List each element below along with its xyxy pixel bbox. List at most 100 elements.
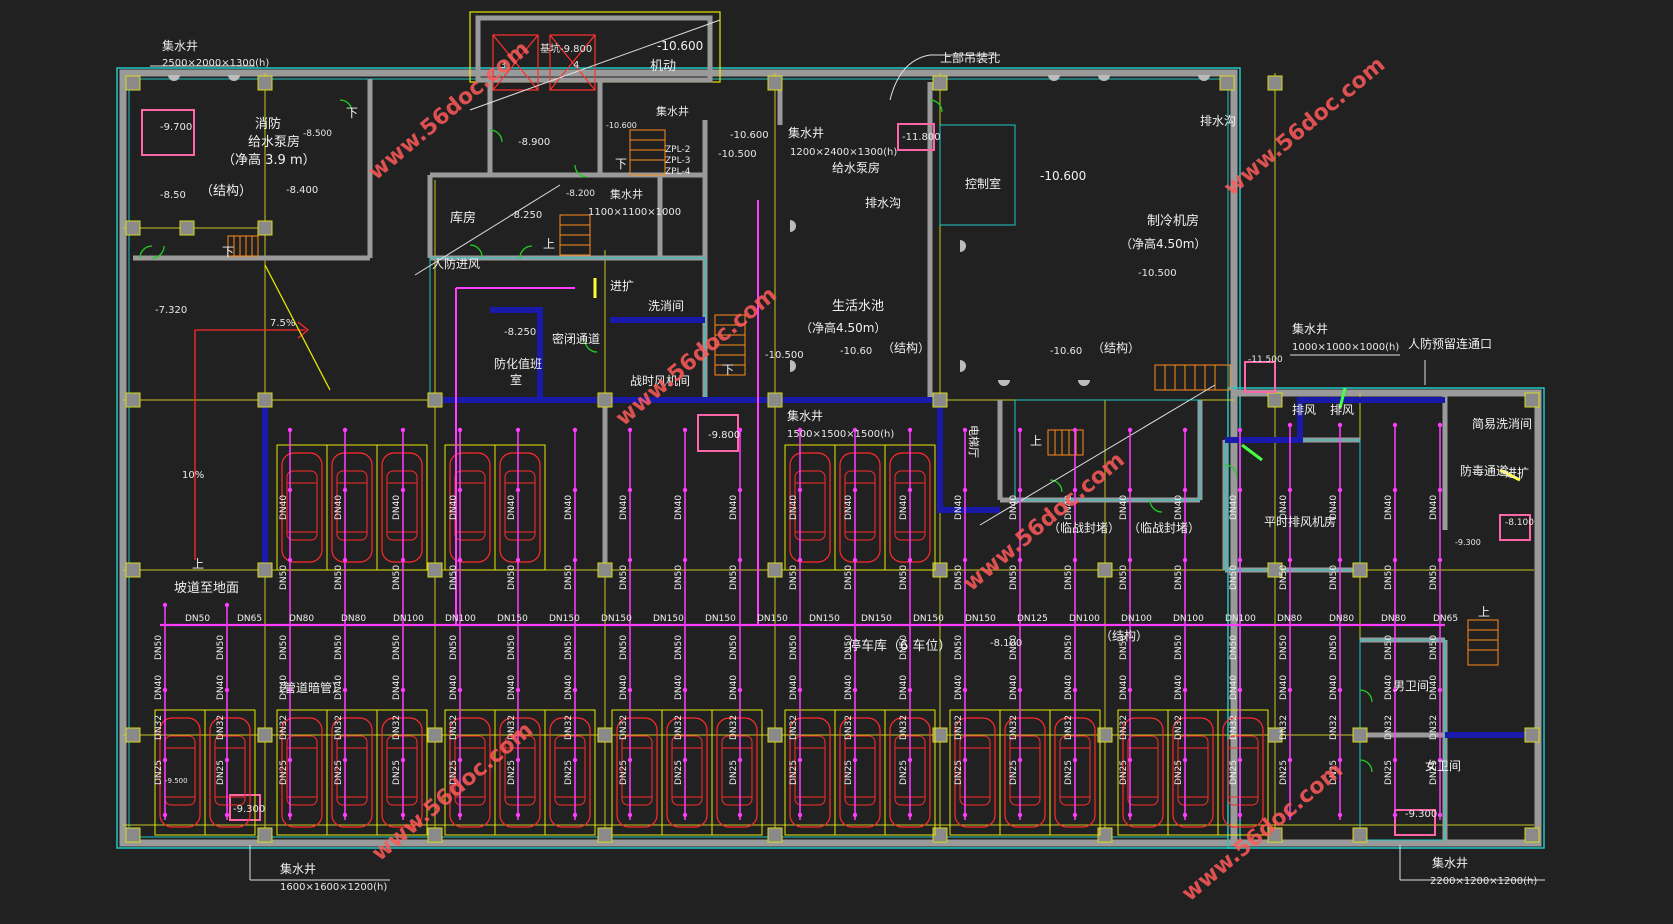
sprinkler-head	[1017, 757, 1023, 763]
elev-n11-800: -11.800	[902, 132, 941, 143]
elev-n8-100-b: -8.100	[1505, 518, 1534, 528]
sprinkler-head	[1072, 427, 1078, 433]
sprinkler-head	[627, 687, 633, 693]
elev-lift-pit: 基坑-9.800	[540, 42, 592, 55]
pipe-size-label: DN50	[449, 635, 459, 660]
pipe-size-label: DN40	[1174, 495, 1184, 520]
sprinkler-head	[1392, 757, 1398, 763]
sprinkler-head	[682, 812, 688, 818]
car-space	[834, 444, 886, 571]
entry-exit-2: 进扩	[1505, 466, 1529, 480]
sump-6-label: 集水井	[787, 408, 823, 423]
pipe-size-label: DN50	[1064, 565, 1074, 590]
sprinkler-head	[342, 687, 348, 693]
sprinkler-head	[1437, 812, 1443, 818]
exhaust-label-1: 排风	[1292, 403, 1316, 417]
sprinkler-head	[962, 757, 968, 763]
pipe-size-label: DN40	[1064, 675, 1074, 700]
pipe-size-label: DN40	[1229, 495, 1239, 520]
sprinkler-head	[1337, 557, 1343, 563]
storage-room: 库房	[450, 210, 476, 226]
sprinkler-head	[162, 812, 168, 818]
airlock-corridor: 密闭通道	[552, 331, 600, 346]
parking-label: 停车库（6 车位）	[848, 638, 951, 654]
pipe-size-label: DN32	[1279, 715, 1289, 740]
pipe-size-label: DN40	[1174, 675, 1184, 700]
sprinkler-head	[342, 757, 348, 763]
sprinkler-head	[907, 427, 913, 433]
sprinkler-head	[1017, 487, 1023, 493]
sprinkler-head	[682, 427, 688, 433]
sprinkler-head	[1287, 487, 1293, 493]
sprinkler-head	[1337, 757, 1343, 763]
pipe-size-label: DN32	[954, 715, 964, 740]
car-space	[376, 709, 428, 836]
sprinkler-head	[224, 757, 230, 763]
pipe-size-label: DN40	[564, 495, 574, 520]
water-pump-room: 给水泵房	[832, 160, 880, 175]
pipe-size-label: DN50	[154, 635, 164, 660]
pipe-cover-label: （管道暗管）	[272, 680, 344, 695]
sprinkler-head	[572, 427, 578, 433]
pipe-size-label: DN50	[1119, 565, 1129, 590]
sprinkler-head	[962, 487, 968, 493]
pipe-size-label: DN32	[1009, 715, 1019, 740]
pipe-size-label: DN25	[1174, 760, 1184, 785]
pipe-size-label: DN25	[279, 760, 289, 785]
sprinkler-head	[627, 557, 633, 563]
pipe-size-label: DN40	[154, 675, 164, 700]
sprinkler-head	[224, 812, 230, 818]
entry-exit: 进扩	[610, 279, 634, 293]
sprinkler-head	[572, 557, 578, 563]
sprinkler-head	[287, 812, 293, 818]
sprinkler-pipe-network: DN50DN40DN32DN25DN50DN40DN32DN25DN40DN50…	[154, 200, 1458, 820]
pipe-size-label: DN40	[1119, 495, 1129, 520]
sprinkler-head	[342, 812, 348, 818]
slope-10: 10%	[182, 470, 204, 481]
elev-n10-600-c: -10.600	[730, 130, 769, 141]
pipe-size-label: DN40	[619, 495, 629, 520]
structure-label-3: （结构）	[1092, 340, 1140, 355]
pipe-size-label: DN40	[1009, 675, 1019, 700]
sump-pits	[141, 109, 1531, 836]
pipe-size-label: DN50	[954, 635, 964, 660]
structural-columns	[125, 75, 1540, 843]
decon-room: 洗消间	[648, 299, 684, 313]
sprinkler-head	[287, 487, 293, 493]
pipe-size-label: DN40	[1119, 675, 1129, 700]
elev-n9-300-c: -9.300	[1405, 809, 1437, 820]
sprinkler-head	[162, 602, 168, 608]
pipe-size-label: DN32	[449, 715, 459, 740]
pipe-size-label: DN40	[1009, 495, 1019, 520]
elev-n9-700: -9.700	[160, 122, 192, 133]
sprinkler-head	[962, 812, 968, 818]
elev-n8-900: -8.900	[518, 137, 550, 148]
pipe-size-label: DN50	[789, 565, 799, 590]
pipe-size-label: DN32	[279, 715, 289, 740]
sprinkler-head	[515, 812, 521, 818]
sprinkler-head	[342, 487, 348, 493]
main-pipe-size-label: DN150	[913, 614, 944, 624]
pipe-size-label: DN50	[1009, 565, 1019, 590]
sprinkler-head	[1127, 812, 1133, 818]
drain-ditch-1: 排水沟	[865, 196, 901, 210]
elev-n7-320: -7.320	[155, 305, 187, 316]
sprinkler-head	[457, 687, 463, 693]
stair-up-2: 上	[1030, 434, 1042, 448]
pipe-size-label: DN50	[564, 565, 574, 590]
main-pipe-size-label: DN80	[341, 614, 366, 624]
main-pipe-size-label: DN150	[861, 614, 892, 624]
car-space	[661, 709, 713, 836]
car-space	[711, 709, 763, 836]
sprinkler-head	[907, 687, 913, 693]
main-pipe-size-label: DN65	[1433, 614, 1458, 624]
pipe-size-label: DN25	[729, 760, 739, 785]
main-pipe-size-label: DN150	[757, 614, 788, 624]
sprinkler-head	[1127, 557, 1133, 563]
pipe-size-label: DN25	[674, 760, 684, 785]
pipe-size-label: DN50	[1429, 565, 1439, 590]
sprinkler-head	[1337, 487, 1343, 493]
pipe-size-label: DN50	[899, 565, 909, 590]
sprinkler-head	[962, 687, 968, 693]
sprinkler-head	[1392, 422, 1398, 428]
